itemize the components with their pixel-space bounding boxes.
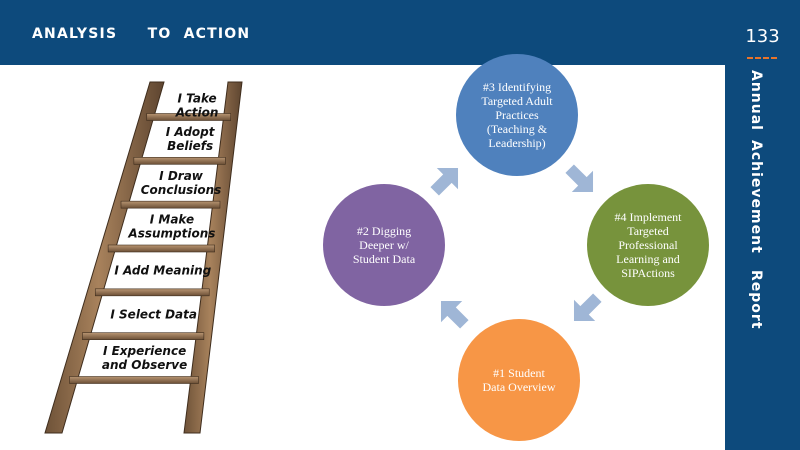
cycle-arrow: [440, 300, 469, 329]
ladder-rung: [82, 332, 205, 340]
sidebar: 133 Annual Achievement Report: [725, 0, 800, 450]
sidebar-word-report: Report: [748, 270, 764, 330]
ladder-step-label: Conclusions: [141, 183, 222, 197]
cycle-arrow: [430, 167, 459, 196]
step-4-label: SIPActions: [621, 266, 675, 280]
step-2-label: Deeper w/: [359, 238, 409, 252]
header-bar: ANALYSIS TO ACTION: [0, 0, 725, 65]
step-3-circle: [456, 54, 578, 176]
step-1-circle: [458, 319, 580, 441]
ladder-step-label: I Experience: [103, 344, 186, 358]
ladder-rung: [69, 376, 199, 384]
step-4-circle: [587, 184, 709, 306]
cycle-arrow: [573, 293, 602, 322]
ladder-rung: [94, 288, 210, 297]
ladder-rung: [146, 113, 232, 121]
ladder-right-rail: [183, 81, 243, 434]
ladder-step-label: I Draw: [159, 169, 204, 183]
ladder-step-label: I Select Data: [110, 307, 197, 321]
step-4-label: Targeted: [627, 224, 669, 238]
ladder-step-label: I Adopt: [166, 125, 216, 139]
ladder-step-label: I Make: [150, 213, 194, 227]
ladder-step-label: Assumptions: [127, 227, 215, 241]
step-1-label: #1 Student: [493, 366, 545, 380]
step-4-label: Learning and: [616, 252, 680, 266]
step-2-label: #2 Digging: [357, 224, 411, 238]
step-3-label: Practices: [495, 108, 539, 122]
ladder-step-label: Action: [175, 106, 219, 120]
ladder-rung: [120, 200, 221, 209]
ladder-rung: [107, 244, 215, 253]
page-number: 133: [745, 26, 780, 47]
page-title: ANALYSIS TO ACTION: [32, 26, 251, 42]
cycle-arrow: [565, 164, 594, 193]
ladder-rung: [133, 157, 226, 165]
step-4-label: Professional: [618, 238, 678, 252]
step-3-label: Leadership): [488, 136, 545, 150]
sidebar-word-annual: Annual: [748, 70, 764, 131]
step-3-label: #3 Identifying: [483, 80, 551, 94]
ladder-step-label: I Take: [178, 92, 217, 106]
accent-line: [747, 57, 777, 59]
ladder-step-label: and Observe: [102, 358, 187, 372]
step-1-label: Data Overview: [483, 380, 556, 394]
sidebar-word-achievement: Achievement: [748, 140, 764, 254]
ladder-step-label: Beliefs: [167, 139, 213, 153]
ladder-step-label: I Add Meaning: [114, 263, 211, 277]
step-2-circle: [323, 184, 445, 306]
step-2-label: Student Data: [353, 252, 416, 266]
step-4-label: #4 Implement: [615, 210, 683, 224]
step-3-label: Targeted Adult: [481, 94, 553, 108]
step-3-label: (Teaching &: [487, 122, 548, 136]
ladder-left-rail: [44, 81, 165, 434]
